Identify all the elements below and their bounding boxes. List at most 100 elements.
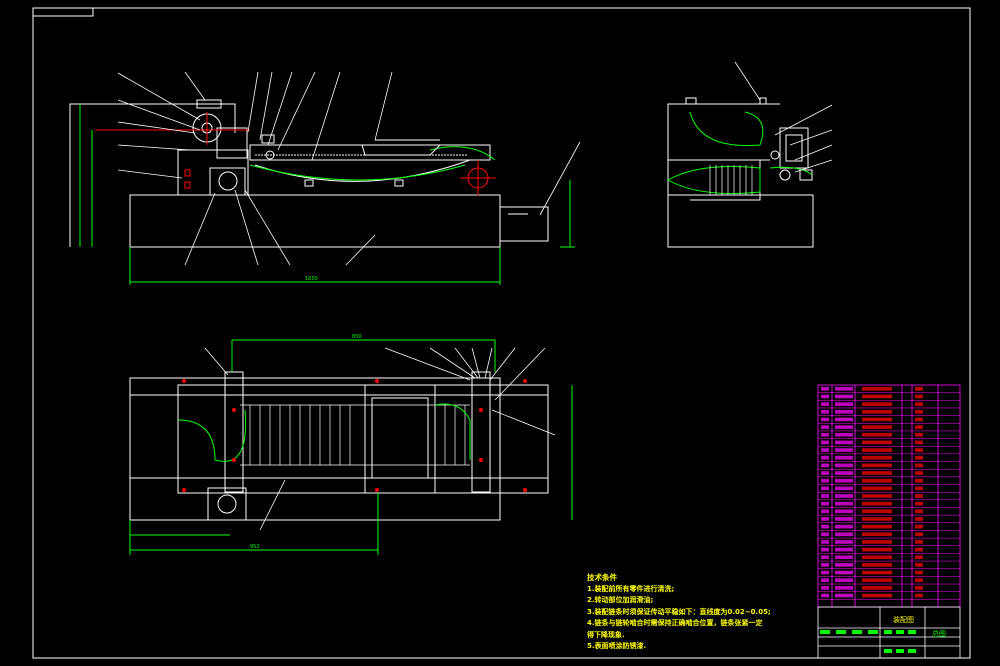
parts-list-entry-mark — [835, 425, 853, 429]
parts-list-entry-mark — [821, 555, 829, 560]
side-view-leaders — [734, 61, 833, 173]
parts-list-rows — [818, 392, 960, 600]
parts-list-entry-mark — [821, 425, 829, 429]
parts-list-entry-mark — [915, 555, 923, 560]
parts-list-entry-mark — [835, 555, 853, 560]
parts-list-entry-mark — [915, 509, 923, 514]
parts-list-entry-mark — [821, 547, 829, 552]
parts-list-entry-mark — [915, 593, 923, 598]
parts-list-entry-mark — [915, 394, 923, 399]
parts-list-entry-mark — [821, 387, 829, 391]
parts-list-entry-mark — [862, 494, 892, 498]
parts-list-entry-mark — [862, 387, 892, 391]
parts-list-entry-mark — [915, 409, 923, 414]
parts-list-entry-mark — [821, 417, 829, 422]
parts-list-entry-mark — [915, 570, 923, 575]
parts-list-entry-mark — [821, 509, 829, 514]
parts-list-entry-mark — [821, 394, 829, 399]
parts-list-entry-mark — [835, 409, 853, 414]
parts-list-entry-mark — [835, 532, 853, 537]
front-view-leaders — [117, 71, 581, 266]
plan-view — [129, 371, 549, 521]
parts-list-entries — [821, 387, 923, 598]
parts-list-entry-mark — [915, 463, 923, 468]
plan-center-distance: 850 — [352, 334, 362, 340]
parts-list-entry-mark — [915, 517, 923, 521]
parts-list-entry-mark — [862, 593, 892, 598]
parts-list-entry-mark — [821, 517, 829, 521]
parts-list-entry-mark — [821, 586, 829, 590]
parts-list-entry-mark — [835, 448, 853, 452]
parts-list-entry-mark — [862, 455, 892, 460]
parts-list-entry-mark — [915, 432, 923, 437]
parts-list-entry-mark — [862, 463, 892, 468]
parts-list-entry-mark — [862, 547, 892, 552]
parts-list-entry-mark — [835, 432, 853, 437]
parts-list-entry-mark — [821, 448, 829, 452]
parts-list-entry-mark — [821, 563, 829, 567]
parts-list-entry-mark — [821, 471, 829, 475]
parts-list-entry-mark — [835, 387, 853, 391]
parts-list-entry-mark — [835, 547, 853, 552]
title-block — [817, 606, 961, 659]
parts-list-entry-mark — [862, 570, 892, 575]
parts-list-entry-mark — [915, 547, 923, 552]
drawing-frame — [32, 7, 971, 659]
parts-list-entry-mark — [862, 517, 892, 521]
parts-list-entry-mark — [835, 563, 853, 567]
parts-list-entry-mark — [915, 524, 923, 529]
parts-list-entry-mark — [821, 524, 829, 529]
parts-list-entry-mark — [835, 578, 853, 583]
assembly-title: 装配图 — [893, 615, 914, 624]
parts-list-entry-mark — [862, 478, 892, 483]
parts-list-entry-mark — [821, 486, 829, 491]
parts-list-entry-mark — [835, 463, 853, 468]
parts-list-entry-mark — [821, 578, 829, 583]
parts-list-entry-mark — [835, 586, 853, 590]
title-block-fills — [820, 630, 916, 653]
side-view — [667, 97, 814, 248]
parts-list-entry-mark — [862, 532, 892, 537]
parts-list-entry-mark — [862, 448, 892, 452]
parts-list-entry-mark — [821, 409, 829, 414]
parts-list-entry-mark — [915, 540, 923, 544]
parts-list-entry-mark — [862, 586, 892, 590]
parts-list-entry-mark — [821, 494, 829, 498]
parts-list-entry-mark — [835, 417, 853, 422]
parts-list-entry-mark — [915, 578, 923, 583]
parts-list-entry-mark — [835, 501, 853, 506]
parts-list-entry-mark — [915, 501, 923, 506]
parts-list-entry-mark — [821, 432, 829, 437]
technical-note: 3.装配链条时须保证传动平稳如下：直线度为0.02~0.05; — [587, 607, 771, 616]
parts-list-entry-mark — [915, 448, 923, 452]
parts-list-entry-mark — [862, 578, 892, 583]
parts-list-entry-mark — [862, 486, 892, 491]
block-name: 总图 — [932, 629, 946, 638]
parts-list-entry-mark — [915, 455, 923, 460]
parts-list-entry-mark — [835, 478, 853, 483]
parts-list-entry-mark — [915, 440, 923, 445]
parts-list-entry-mark — [862, 555, 892, 560]
parts-list-entry-mark — [821, 532, 829, 537]
parts-list-entry-mark — [862, 524, 892, 529]
parts-list-entry-mark — [915, 425, 923, 429]
parts-list-entry-mark — [835, 540, 853, 544]
parts-list-entry-mark — [835, 455, 853, 460]
parts-list-entry-mark — [862, 394, 892, 399]
parts-list-entry-mark — [821, 402, 829, 406]
parts-list-entry-mark — [835, 486, 853, 491]
parts-list-entry-mark — [835, 394, 853, 399]
parts-list-entry-mark — [821, 440, 829, 445]
technical-note: 1.装配前所有零件进行清洗; — [587, 584, 675, 593]
technical-notes: 技术条件 1.装配前所有零件进行清洗; 2.转动部位加润滑油; 3.装配链条时须… — [587, 572, 817, 653]
parts-list-entry-mark — [821, 570, 829, 575]
plan-view-leaders — [204, 347, 556, 531]
front-view-dimensions — [79, 104, 575, 285]
parts-list-entry-mark — [915, 471, 923, 475]
parts-list-entry-mark — [835, 440, 853, 445]
parts-list-entry-mark — [821, 540, 829, 544]
front-length-dimension: 1650 — [305, 276, 318, 282]
parts-list-entry-mark — [915, 417, 923, 422]
parts-list-entry-mark — [862, 563, 892, 567]
